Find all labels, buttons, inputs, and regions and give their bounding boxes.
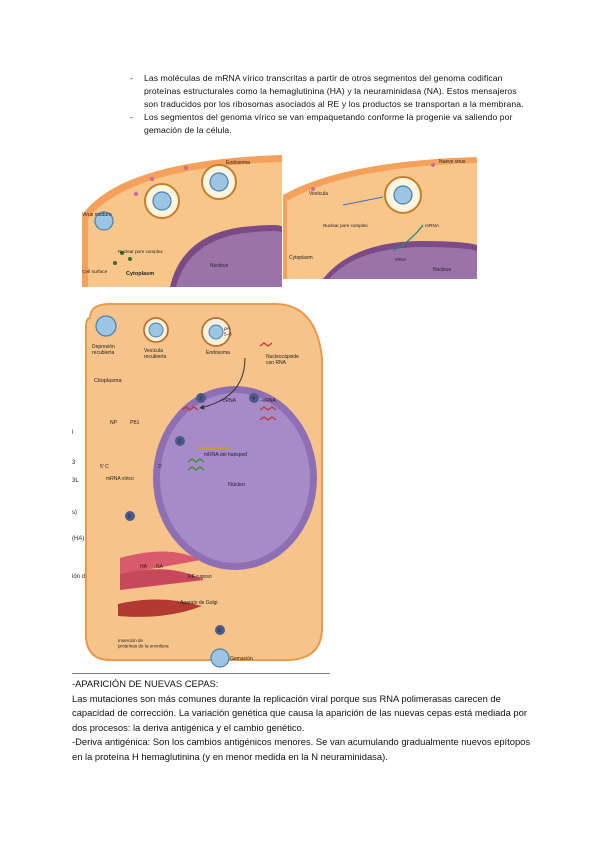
- label-vesicle: Vesícula: [309, 191, 328, 197]
- bullet-text: Los segmentos del genoma vírico se van e…: [144, 112, 513, 135]
- figure-influenza-replication-cycle: l 3 3L s) (HA) ión de: [70, 298, 332, 670]
- section-divider: [72, 673, 330, 674]
- label-cytoplasm: Cytoplasm: [289, 255, 313, 261]
- step-number: 6: [218, 628, 221, 634]
- label-nuclear-pore: Nuclear pore complex: [118, 249, 163, 254]
- new-strains-section: -APARICIÓN DE NUEVAS CEPAS: Las mutacion…: [72, 677, 540, 765]
- budding-virion: [210, 648, 230, 668]
- label-pb1: PB1: [130, 420, 140, 426]
- margin-fragment: ión de: [72, 574, 89, 580]
- label-virion: Virus maduro: [82, 212, 112, 218]
- bullet-marker: -: [130, 73, 133, 83]
- label-mrna-viral: mRNA vírico: [106, 476, 134, 482]
- section-title: -APARICIÓN DE NUEVAS CEPAS:: [72, 678, 219, 689]
- label-crna: +cRNA: [220, 398, 237, 404]
- step-number: 2: [178, 439, 181, 445]
- label-three-prime: 3': [158, 464, 162, 470]
- label-nucleus: Nucleus: [210, 263, 229, 269]
- virion-depression: [95, 315, 117, 337]
- label-cytoplasm: Cytoplasm: [126, 271, 154, 277]
- label-top: Nuevo virus: [439, 159, 466, 165]
- bullet-marker: -: [130, 112, 133, 122]
- label-golgi: Aparato de Golgi: [180, 600, 218, 606]
- label-mrna-host: mRNA del huésped: [204, 452, 247, 458]
- label-nucleus: Núcleo: [228, 482, 245, 488]
- golgi: [118, 599, 202, 617]
- label-mrna: mRNA: [425, 223, 440, 229]
- label-budding: Gemación: [230, 656, 253, 662]
- section-paragraph-2: -Deriva antigénica: Son los cambios anti…: [72, 736, 531, 762]
- label-endosome: Endosoma: [206, 350, 230, 356]
- step-markers: [125, 393, 259, 635]
- label-vrna: –vRNA: [260, 398, 277, 404]
- bullet-item: - Las moléculas de mRNA vírico transcrit…: [130, 72, 530, 111]
- figure-virus-assembly-left: Endosoma Virus maduro Nuclear pore compl…: [82, 155, 282, 287]
- figure-virus-assembly-right: Nuevo virus Vesícula mRNA Nuclear pore c…: [283, 155, 477, 279]
- margin-fragment: (HA): [72, 536, 84, 542]
- virion-left: [94, 211, 114, 231]
- label-nucleus: Nucleus: [433, 267, 452, 273]
- margin-fragment: s): [72, 510, 77, 516]
- bullet-text: Las moléculas de mRNA vírico transcritas…: [144, 73, 524, 109]
- step-number: 3: [199, 396, 202, 402]
- margin-fragment: 3L: [72, 478, 79, 484]
- label-cell-surface: Cell surface: [82, 269, 108, 275]
- label-np: NP: [110, 420, 118, 426]
- bullet-list: - Las moléculas de mRNA vírico transcrit…: [130, 72, 530, 137]
- label-rer: RE rugoso: [188, 574, 212, 580]
- label-endosome: Endosoma: [226, 160, 250, 166]
- margin-fragment: 3: [72, 460, 76, 466]
- margin-fragment: l: [72, 430, 73, 436]
- rough-er: [120, 551, 200, 574]
- step-number: 5: [128, 514, 131, 520]
- bullet-item: - Los segmentos del genoma vírico se van…: [130, 111, 530, 137]
- label-vrna: vRNA: [395, 257, 407, 262]
- label-cytoplasm: Citoplasma: [94, 378, 122, 384]
- label-na: NA: [156, 564, 164, 570]
- label-ha: HA: [140, 564, 148, 570]
- nucleocapsid: [259, 342, 273, 347]
- label-nuclear-pore: Nuclear pore complex: [323, 223, 368, 228]
- label-cap: 5' C: [100, 464, 109, 470]
- step-number: 4: [252, 396, 255, 402]
- section-paragraph-1: Las mutaciones son más comunes durante l…: [72, 692, 527, 733]
